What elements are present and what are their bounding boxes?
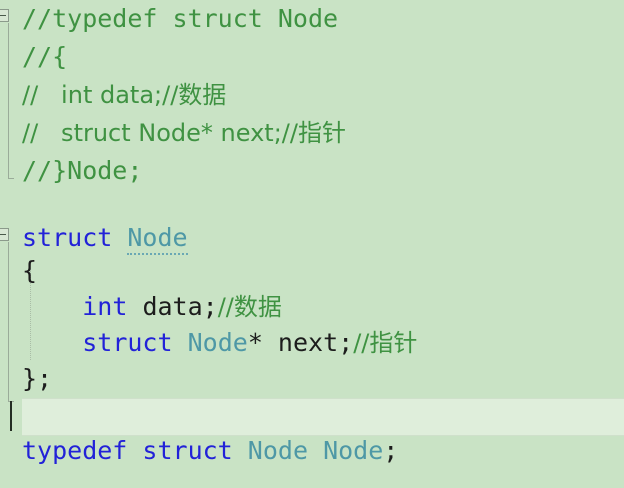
code-line-5[interactable]: //}Node;	[22, 152, 142, 190]
token-punctuation	[233, 436, 248, 465]
token-punctuation: ;	[202, 292, 218, 321]
token-punctuation: *	[247, 328, 278, 357]
token-comment: // int data;//数据	[22, 81, 227, 109]
token-punctuation: ;	[338, 328, 354, 357]
token-punctuation	[127, 292, 142, 321]
token-identifier: next	[277, 328, 339, 357]
code-line-1[interactable]: //typedef struct Node	[22, 0, 338, 38]
token-type: Node	[187, 328, 248, 357]
token-punctuation: };	[22, 364, 53, 393]
token-comment: //}Node;	[22, 156, 143, 185]
token-comment: //typedef struct Node	[22, 4, 339, 33]
outlining-region-bracket	[8, 242, 9, 401]
token-keyword: struct	[82, 328, 173, 357]
token-comment: //数据	[217, 293, 282, 321]
indent-guide	[30, 268, 32, 360]
token-punctuation: {	[22, 256, 38, 285]
code-line-10[interactable]: struct Node* next;//指针	[22, 324, 417, 362]
token-keyword: struct	[142, 436, 233, 465]
code-line-11[interactable]: };	[22, 360, 52, 398]
outlining-region-end	[8, 178, 14, 179]
outlining-region-bracket	[8, 23, 9, 178]
code-line-2[interactable]: //{	[22, 38, 67, 76]
code-line-7[interactable]: struct Node	[22, 219, 188, 257]
token-punctuation	[127, 436, 142, 465]
token-punctuation	[22, 328, 82, 357]
collapse-minus-icon[interactable]	[0, 228, 9, 241]
text-caret	[10, 401, 12, 431]
token-comment: //指针	[353, 329, 418, 357]
token-identifier: data	[142, 292, 203, 321]
token-type: Node	[127, 223, 188, 255]
token-type: Node	[323, 436, 384, 465]
code-line-13[interactable]: typedef struct Node Node;	[22, 432, 398, 470]
code-line-4[interactable]: // struct Node* next;//指针	[22, 114, 346, 152]
collapse-minus-icon[interactable]	[0, 9, 9, 22]
code-line-9[interactable]: int data;//数据	[22, 288, 282, 326]
token-comment: // struct Node* next;//指针	[22, 119, 346, 147]
token-punctuation	[173, 328, 188, 357]
token-keyword: typedef	[22, 436, 128, 465]
token-keyword: int	[82, 292, 128, 321]
code-line-3[interactable]: // int data;//数据	[22, 76, 226, 114]
token-type: Node	[247, 436, 309, 465]
token-keyword: struct	[22, 223, 113, 252]
code-line-8[interactable]: {	[22, 252, 37, 290]
outlining-gutter[interactable]	[0, 0, 22, 488]
current-line-highlight	[0, 398, 624, 436]
token-comment: //{	[22, 42, 68, 71]
token-punctuation	[22, 292, 82, 321]
token-punctuation	[308, 436, 323, 465]
token-punctuation: ;	[383, 436, 399, 465]
token-punctuation	[112, 223, 127, 252]
